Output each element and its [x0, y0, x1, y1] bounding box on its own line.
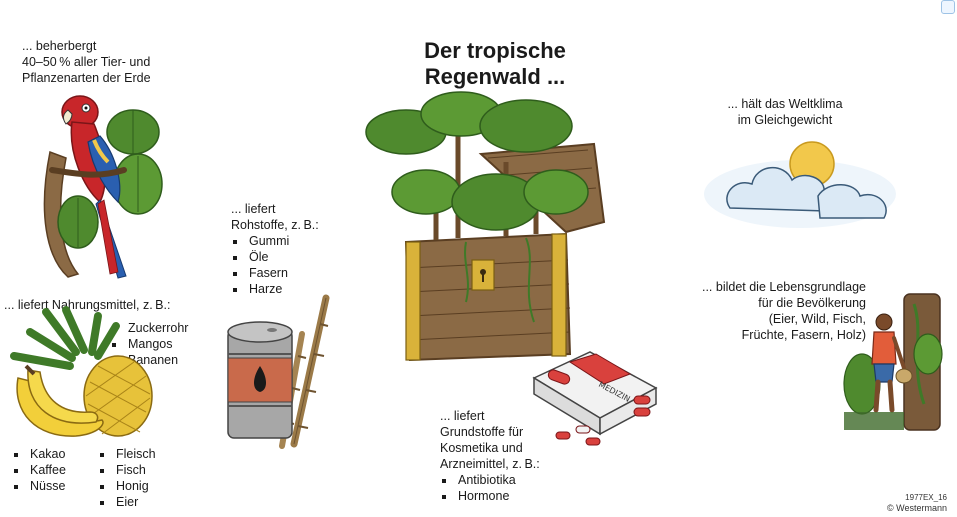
medicine-box-icon: MEDIZIN: [532, 351, 658, 446]
medicine-text: ... liefert Grundstoffe für Kosmetika un…: [440, 408, 590, 504]
fruit-icon: [10, 306, 153, 437]
treasure-chest-icon: [365, 91, 606, 362]
raw-materials-list: Gummi Öle Fasern Harze: [231, 233, 361, 297]
medicine-line-4: Arzneimittel, z. B.:: [440, 457, 540, 471]
livelihood-line-1: ... bildet die Lebensgrundlage: [701, 280, 866, 294]
livelihood-line-3: (Eier, Wild, Fisch,: [768, 312, 866, 326]
biodiversity-line-1: ... beherbergt: [22, 39, 97, 53]
food-item-eier: Eier: [98, 494, 198, 510]
food-item-nuesse: Nüsse: [12, 478, 102, 494]
title-line-1: Der tropische: [424, 38, 566, 63]
raw-item-harze: Harze: [231, 281, 361, 297]
medicine-line-1: ... liefert: [440, 409, 485, 423]
medicine-list: Antibiotika Hormone: [440, 472, 590, 504]
person-icon: [843, 293, 943, 431]
food-heading: ... liefert Nahrungsmittel, z. B.:: [4, 298, 171, 312]
climate-text: ... hält das Weltklima im Gleichgewicht: [700, 96, 870, 128]
footer-copyright: © Westermann: [887, 503, 947, 513]
page-title: Der tropische Regenwald ...: [380, 38, 610, 90]
medicine-line-3: Kosmetika und: [440, 441, 523, 455]
parrot-icon: [43, 95, 163, 279]
medicine-item-antibiotika: Antibiotika: [440, 472, 590, 488]
raw-item-fasern: Fasern: [231, 265, 361, 281]
food-list-right: Zuckerrohr Mangos Bananen: [110, 320, 220, 368]
sun-cloud-icon: [704, 141, 896, 228]
title-line-2: Regenwald ...: [424, 64, 566, 89]
climate-line-2: im Gleichgewicht: [737, 113, 833, 127]
food-item-fleisch: Fleisch: [98, 446, 198, 462]
food-item-kakao: Kakao: [12, 446, 102, 462]
raw-line-2: Rohstoffe, z. B.:: [231, 218, 319, 232]
medicine-item-hormone: Hormone: [440, 488, 590, 504]
medicine-line-2: Grundstoffe für: [440, 425, 524, 439]
biodiversity-text: ... beherbergt 40–50 % aller Tier- und P…: [22, 38, 222, 86]
food-item-fisch: Fisch: [98, 462, 198, 478]
biodiversity-line-3: Pflanzenarten der Erde: [22, 71, 151, 85]
footer: 1977EX_16 © Westermann: [827, 493, 947, 513]
food-list-bottom-left: Kakao Kaffee Nüsse: [12, 446, 102, 494]
raw-line-1: ... liefert: [231, 202, 276, 216]
raw-item-oele: Öle: [231, 249, 361, 265]
footer-code: 1977EX_16: [905, 493, 947, 502]
climate-line-1: ... hält das Weltklima: [727, 97, 843, 111]
food-list-bottom-right: Fleisch Fisch Honig Eier: [98, 446, 198, 510]
raw-item-gummi: Gummi: [231, 233, 361, 249]
livelihood-text: ... bildet die Lebensgrundlage für die B…: [660, 279, 866, 343]
corner-button[interactable]: [941, 0, 955, 14]
livelihood-line-4: Früchte, Fasern, Holz): [741, 328, 866, 342]
raw-materials-text: ... liefert Rohstoffe, z. B.: Gummi Öle …: [231, 201, 361, 297]
livelihood-line-2: für die Bevölkerung: [758, 296, 866, 310]
food-item-mangos: Mangos: [110, 336, 220, 352]
oil-barrel-icon: [227, 294, 330, 449]
food-item-honig: Honig: [98, 478, 198, 494]
biodiversity-line-2: 40–50 % aller Tier- und: [22, 55, 151, 69]
food-item-kaffee: Kaffee: [12, 462, 102, 478]
